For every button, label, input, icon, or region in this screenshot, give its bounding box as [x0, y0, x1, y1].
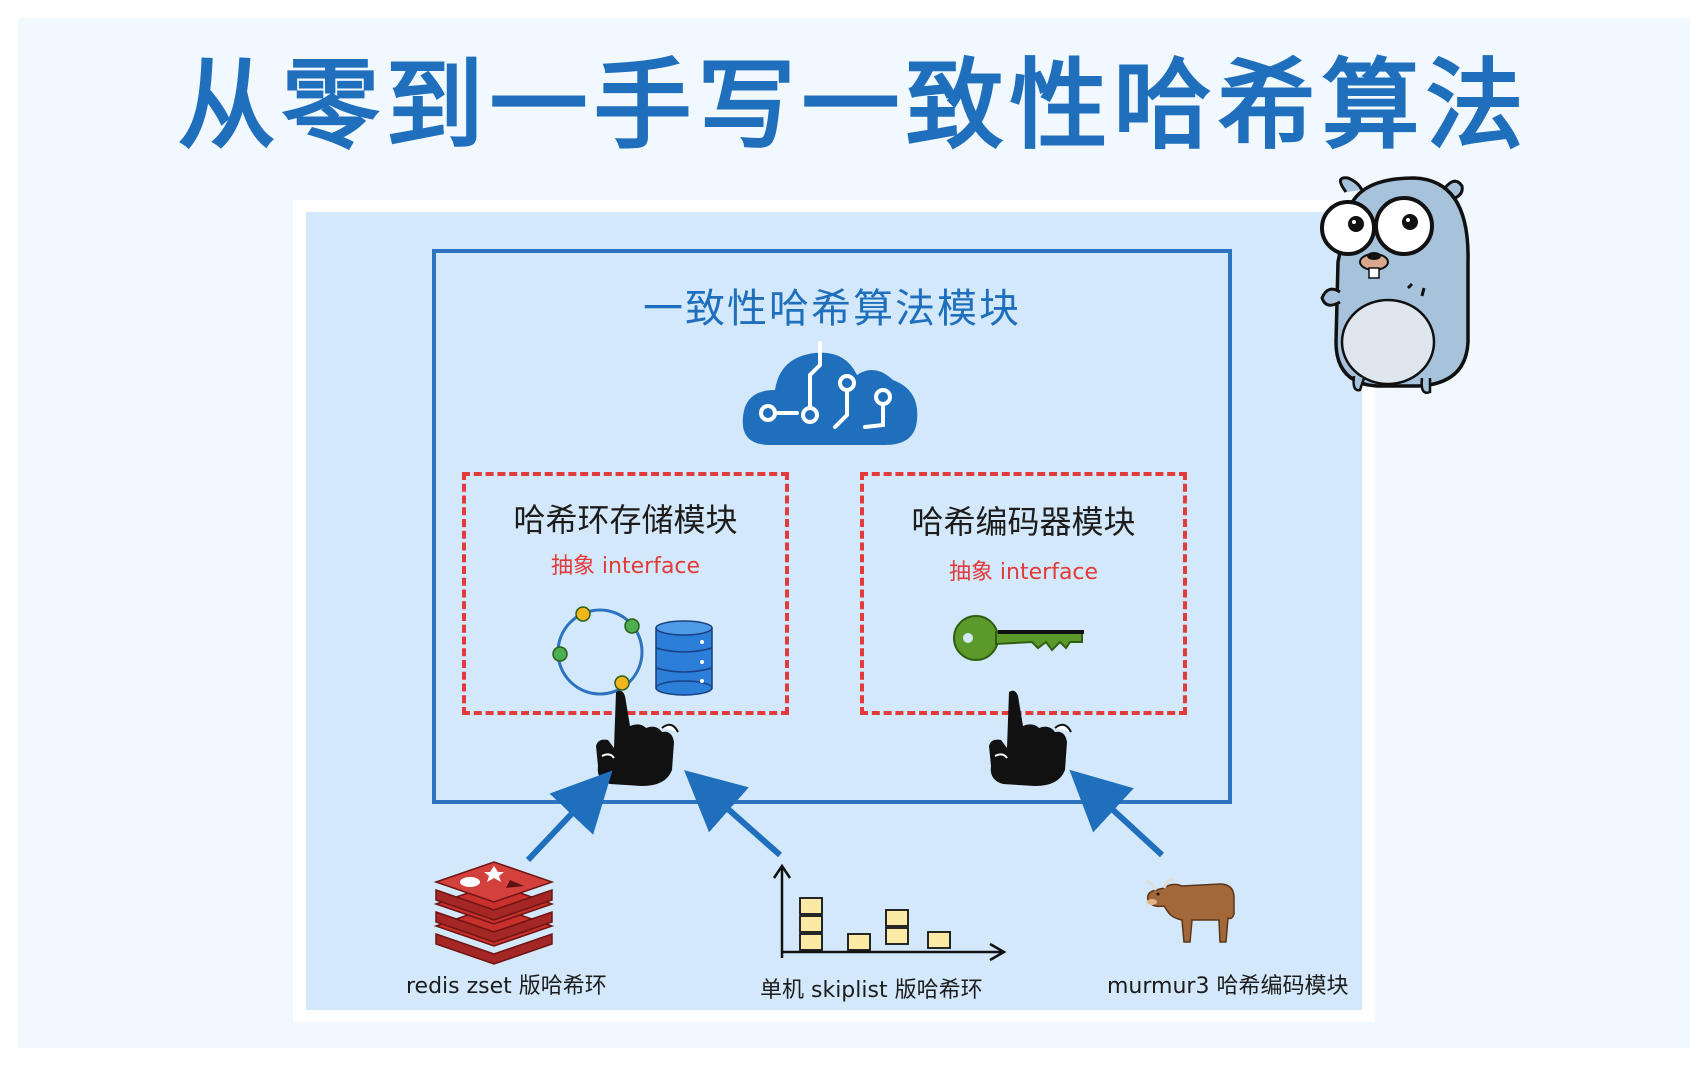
hash-encoder-note: 抽象 interface: [948, 560, 1099, 585]
redis-arrow: [525, 770, 613, 863]
hash-ring-storage-note: 抽象 interface: [550, 554, 701, 579]
pointing-hand-icon: [596, 690, 679, 786]
skiplist-arrow: [684, 770, 782, 858]
consistent-hash-module-box: [432, 249, 1232, 804]
skiplist-caption: 单机 skiplist 版哈希环: [760, 978, 983, 1003]
cow-icon: [1145, 878, 1235, 943]
cloud-circuit-icon: [742, 341, 918, 445]
pointing-hand-icon: [989, 690, 1072, 786]
database-icon: [655, 620, 713, 696]
skiplist-chart-icon: [772, 863, 1007, 962]
redis-icon: [433, 861, 555, 965]
redis-caption: redis zset 版哈希环: [406, 974, 607, 999]
hash-encoder-title: 哈希编码器模块: [911, 503, 1136, 541]
key-icon: [953, 615, 1084, 661]
page-title: 从零到一手写一致性哈希算法: [177, 49, 1530, 163]
hash-encoder-module: [860, 472, 1187, 715]
murmur-caption: murmur3 哈希编码模块: [1107, 974, 1349, 999]
murmur-arrow: [1069, 769, 1165, 858]
hash-ring-storage-title: 哈希环存储模块: [513, 501, 738, 539]
hash-ring-icon: [552, 606, 644, 696]
module-title: 一致性哈希算法模块: [643, 286, 1021, 332]
gopher-mascot-icon: [1320, 176, 1470, 394]
